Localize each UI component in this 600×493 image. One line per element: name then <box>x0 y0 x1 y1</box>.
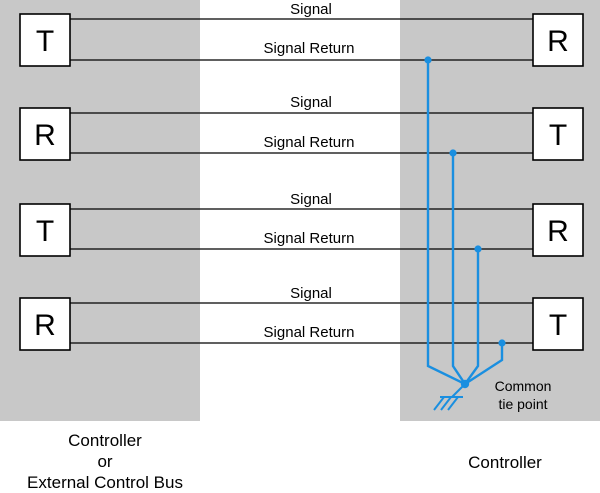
right-caption: Controller <box>468 453 542 472</box>
row-4: Signal Signal Return R T <box>19 285 584 351</box>
ground-icon <box>433 383 466 411</box>
row-3: Signal Signal Return T R <box>19 191 584 257</box>
left-box-label: R <box>34 309 56 342</box>
signal-return-label: Signal Return <box>264 40 355 57</box>
left-box-label: T <box>36 215 54 248</box>
signal-return-label: Signal Return <box>264 230 355 247</box>
tie-point-line-2: tie point <box>498 396 548 412</box>
left-box-label: T <box>36 25 54 58</box>
left-caption: Controller or External Control Bus <box>20 430 190 493</box>
right-box-label: T <box>549 119 567 152</box>
left-caption-line-2: or <box>97 452 113 471</box>
signal-return-label: Signal Return <box>264 134 355 151</box>
tie-wire-3 <box>464 249 480 385</box>
signal-label: Signal <box>290 1 332 18</box>
tie-wire-4 <box>464 343 504 386</box>
left-box-label: R <box>34 119 56 152</box>
signal-label: Signal <box>290 191 332 208</box>
left-box <box>19 297 71 351</box>
common-tie-wiring <box>424 56 506 411</box>
signal-label: Signal <box>290 285 332 302</box>
signal-label: Signal <box>290 94 332 111</box>
tie-junction-3 <box>474 245 482 253</box>
left-box <box>19 13 71 67</box>
tie-point-caption: Common tie point <box>486 377 560 413</box>
right-box-label: T <box>549 309 567 342</box>
row-2: Signal Signal Return R T <box>19 94 584 161</box>
tie-wire-2 <box>451 153 466 385</box>
tie-wire-1 <box>426 60 466 386</box>
left-caption-line-1: Controller <box>68 431 142 450</box>
left-caption-line-3: External Control Bus <box>27 473 183 492</box>
right-box <box>532 203 584 257</box>
right-box <box>532 297 584 351</box>
left-box <box>19 203 71 257</box>
signal-return-label: Signal Return <box>264 324 355 341</box>
right-box-label: R <box>547 215 569 248</box>
right-box <box>532 13 584 67</box>
right-box <box>532 107 584 161</box>
tie-junction-2 <box>449 149 457 157</box>
tie-point-line-1: Common <box>494 378 552 394</box>
tie-junction-4 <box>498 339 506 347</box>
right-box-label: R <box>547 25 569 58</box>
left-box <box>19 107 71 161</box>
row-1: Signal Signal Return T R <box>19 1 584 67</box>
tie-junction-1 <box>424 56 432 64</box>
